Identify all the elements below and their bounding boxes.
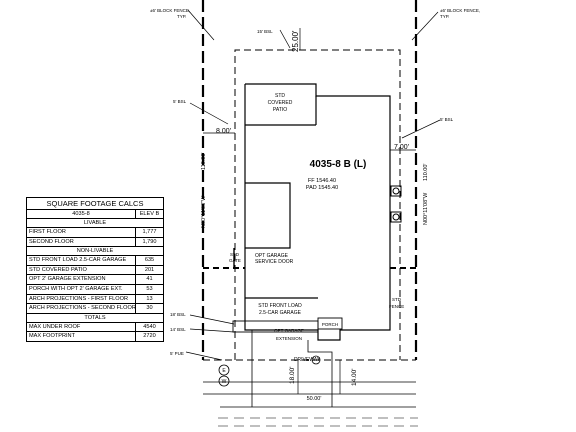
std-fence-label-2: FENCE: [389, 304, 404, 309]
row-value: 53: [146, 285, 153, 292]
row-label: ARCH PROJECTIONS - SECOND FLOOR: [29, 304, 136, 313]
bsl-14-label: 14' BSL: [170, 327, 186, 332]
meter-symbol: [218, 364, 230, 387]
row-value: 41: [146, 276, 153, 283]
plan-name: 4035-8 B (L): [310, 159, 367, 170]
std-fence-label-1: STD: [392, 297, 402, 302]
row-value: 4540: [143, 323, 156, 330]
table-row: PORCH WITH OPT 2' GARAGE EXT. 53: [27, 284, 163, 295]
row-value: 30: [146, 305, 153, 312]
row-value: 201: [144, 266, 155, 273]
row-value: 13: [146, 295, 153, 302]
row-value: 2720: [143, 333, 156, 340]
row-label: STD FRONT LOAD 2.5-CAR GARAGE: [27, 256, 136, 265]
bearing-left-label: N00°11'08"W: [201, 195, 207, 228]
opt-extension-label-1: OPT GARAGE: [274, 328, 304, 333]
dim-25-label: 25.00': [291, 30, 300, 52]
setback-line: [203, 49, 416, 361]
table-header: 4035-8 ELEV B: [27, 210, 163, 219]
leader-lines: [185, 9, 441, 361]
street-edge: [218, 417, 418, 427]
covered-patio-label-1: STD: [275, 93, 285, 99]
block-fence-left-label: ±6' BLOCK FENCE,: [150, 8, 190, 13]
block-fence-left-label-typ: TYP.: [177, 14, 186, 19]
dim-18-label: 18.00': [289, 366, 296, 384]
service-door-label-1: OPT GARAGE: [255, 253, 289, 259]
meter-e-label: E: [222, 368, 226, 374]
elev-column-header: ELEV B: [139, 211, 160, 217]
section-livable: LIVABLE: [27, 219, 163, 228]
row-label: SECOND FLOOR: [27, 237, 136, 247]
porch-label: PORCH: [322, 322, 338, 327]
std-gate-label-1: STD: [230, 252, 240, 257]
cleanout-symbol: [311, 355, 321, 365]
dim-50-label: 50.00': [307, 396, 322, 402]
table-row: OPT 2' GARAGE EXTENSION 41: [27, 275, 163, 285]
row-label: MAX FOOTPRINT: [27, 332, 136, 341]
row-value: 635: [144, 257, 155, 264]
pue-label: 5' PUE: [170, 351, 184, 356]
covered-patio-label-3: PATIO: [273, 107, 287, 113]
block-fence-right-label-typ: TYP.: [440, 14, 449, 19]
row-label: OPT 2' GARAGE EXTENSION: [27, 275, 136, 284]
finished-floor-elevation: FF 1546.40: [308, 178, 336, 184]
row-label: MAX UNDER ROOF: [27, 322, 136, 332]
section-nonlivable: NON-LIVABLE: [27, 247, 163, 257]
block-fence-right-label: ±6' BLOCK FENCE,: [440, 8, 480, 13]
table-row: MAX UNDER ROOF 4540: [27, 322, 163, 333]
row-label: ARCH PROJECTIONS - FIRST FLOOR: [27, 294, 136, 304]
dimension-lines: [203, 28, 416, 395]
bearing-right-label: N00°11'08"W: [423, 192, 429, 225]
pad-elevation: PAD 1545.40: [306, 185, 338, 191]
dim-110-left-label: 110.00': [201, 153, 207, 170]
dim-14-label: 14.00': [351, 368, 358, 386]
house-footprint: [232, 83, 391, 341]
meter-w-label: W: [222, 379, 227, 385]
row-label: STD COVERED PATIO: [27, 265, 136, 275]
bsl-5-right-label: 5' BSL: [440, 117, 454, 122]
bsl-5-left-label: 5' BSL: [173, 99, 187, 104]
table-row: STD COVERED PATIO 201: [27, 265, 163, 276]
service-door-label-2: SERVICE DOOR: [255, 259, 294, 265]
bsl-15-label: 15' BSL: [257, 29, 273, 34]
plan-column-header: 4035-8: [27, 210, 136, 218]
dim-110-right-label: 110.00': [423, 164, 429, 181]
property-line: [201, 0, 418, 360]
table-title: SQUARE FOOTAGE CALCS: [27, 198, 163, 210]
ac-unit-symbol: [390, 185, 402, 223]
table-row: FIRST FLOOR 1,777: [27, 228, 163, 238]
dim-7-label: 7.00': [394, 144, 409, 151]
garage-label-1: STD FRONT LOAD: [258, 303, 302, 309]
table-row: SECOND FLOOR 1,790: [27, 237, 163, 248]
table-row: ARCH PROJECTIONS - FIRST FLOOR 13: [27, 294, 163, 305]
row-value: 1,777: [142, 229, 157, 235]
table-row: STD FRONT LOAD 2.5-CAR GARAGE 635: [27, 256, 163, 266]
row-label: FIRST FLOOR: [27, 228, 136, 237]
covered-patio-label-2: COVERED: [268, 100, 293, 106]
table-row: ARCH PROJECTIONS - SECOND FLOOR 30: [27, 304, 163, 314]
table-row: MAX FOOTPRINT 2720: [27, 332, 163, 341]
row-label: PORCH WITH OPT 2' GARAGE EXT.: [27, 284, 136, 294]
driveway-label: DRIVEWAY: [294, 357, 321, 363]
opt-extension-label-2: EXTENSION: [276, 336, 302, 341]
std-gate-label-2: GATE: [229, 258, 241, 263]
section-totals: TOTALS: [27, 314, 163, 323]
square-footage-table: SQUARE FOOTAGE CALCS 4035-8 ELEV B LIVAB…: [26, 197, 164, 342]
row-value: 1,790: [142, 238, 157, 245]
garage-label-2: 2.5-CAR GARAGE: [259, 310, 302, 316]
bsl-18-label: 18' BSL: [170, 312, 186, 317]
dim-8-label: 8.00': [216, 128, 231, 135]
